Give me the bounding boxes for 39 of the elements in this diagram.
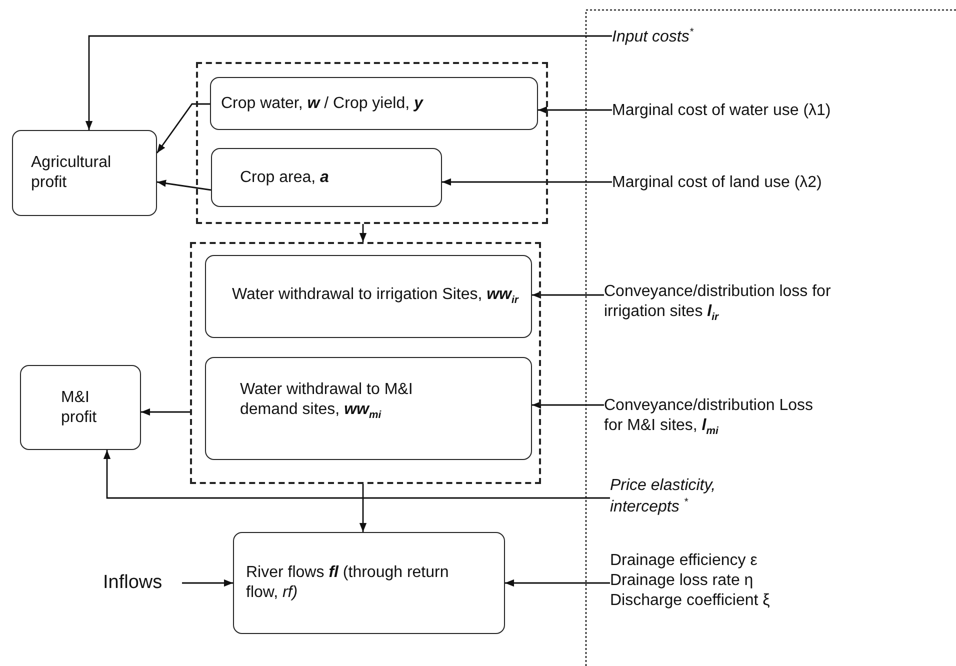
arrow — [538, 106, 612, 114]
parameter-label: Conveyance/distribution loss for irrigation sites l$_{ir}$ — [604, 282, 832, 324]
arrow — [359, 224, 367, 242]
arrow — [442, 178, 612, 186]
node-text: Water withdrawal to M&I demand sites, ww$_{mi}$ — [240, 380, 414, 422]
process-box — [12, 130, 157, 216]
parameter-label: Inflows — [103, 571, 164, 595]
arrow — [532, 291, 604, 299]
node-text: Water withdrawal to irrigation Sites, ww$_{ir}$ — [232, 285, 520, 308]
node-text: River flows fl (through return flow, rf) — [246, 563, 450, 603]
process-box — [20, 365, 141, 450]
parameter-label: Discharge coefficient ξ — [610, 591, 771, 611]
arrow — [182, 579, 233, 587]
arrow — [85, 35, 612, 130]
dashed-group-box — [190, 242, 541, 484]
parameter-label: Input costs$^{*}$ — [612, 26, 695, 48]
arrow — [359, 484, 367, 532]
parameter-label: Drainage loss rate η — [610, 571, 754, 591]
arrow — [141, 408, 190, 416]
process-box — [211, 148, 442, 207]
process-box — [205, 357, 532, 460]
process-box — [210, 77, 538, 130]
parameter-label: Marginal cost of land use (λ2) — [612, 173, 823, 193]
node-text: Crop water, w / Crop yield, y — [221, 94, 424, 114]
parameter-label: Conveyance/distribution Loss for M&I sites, l$_{mi}$ — [604, 396, 814, 438]
node-text: M&I profit — [61, 388, 98, 428]
dashed-group-box — [196, 62, 548, 224]
arrow — [156, 180, 212, 191]
node-text: Agricultural profit — [31, 153, 112, 193]
process-box — [205, 255, 532, 338]
arrow — [532, 401, 604, 409]
parameter-label: Drainage efficiency ε — [610, 551, 758, 571]
process-box — [233, 532, 505, 634]
arrow — [156, 103, 210, 154]
arrow — [505, 579, 610, 587]
parameter-label: Marginal cost of water use (λ1) — [612, 101, 832, 121]
parameter-label: Price elasticity, intercepts $^{*}$ — [610, 476, 717, 518]
node-text: Crop area, a — [240, 168, 330, 188]
arrow — [103, 450, 610, 499]
